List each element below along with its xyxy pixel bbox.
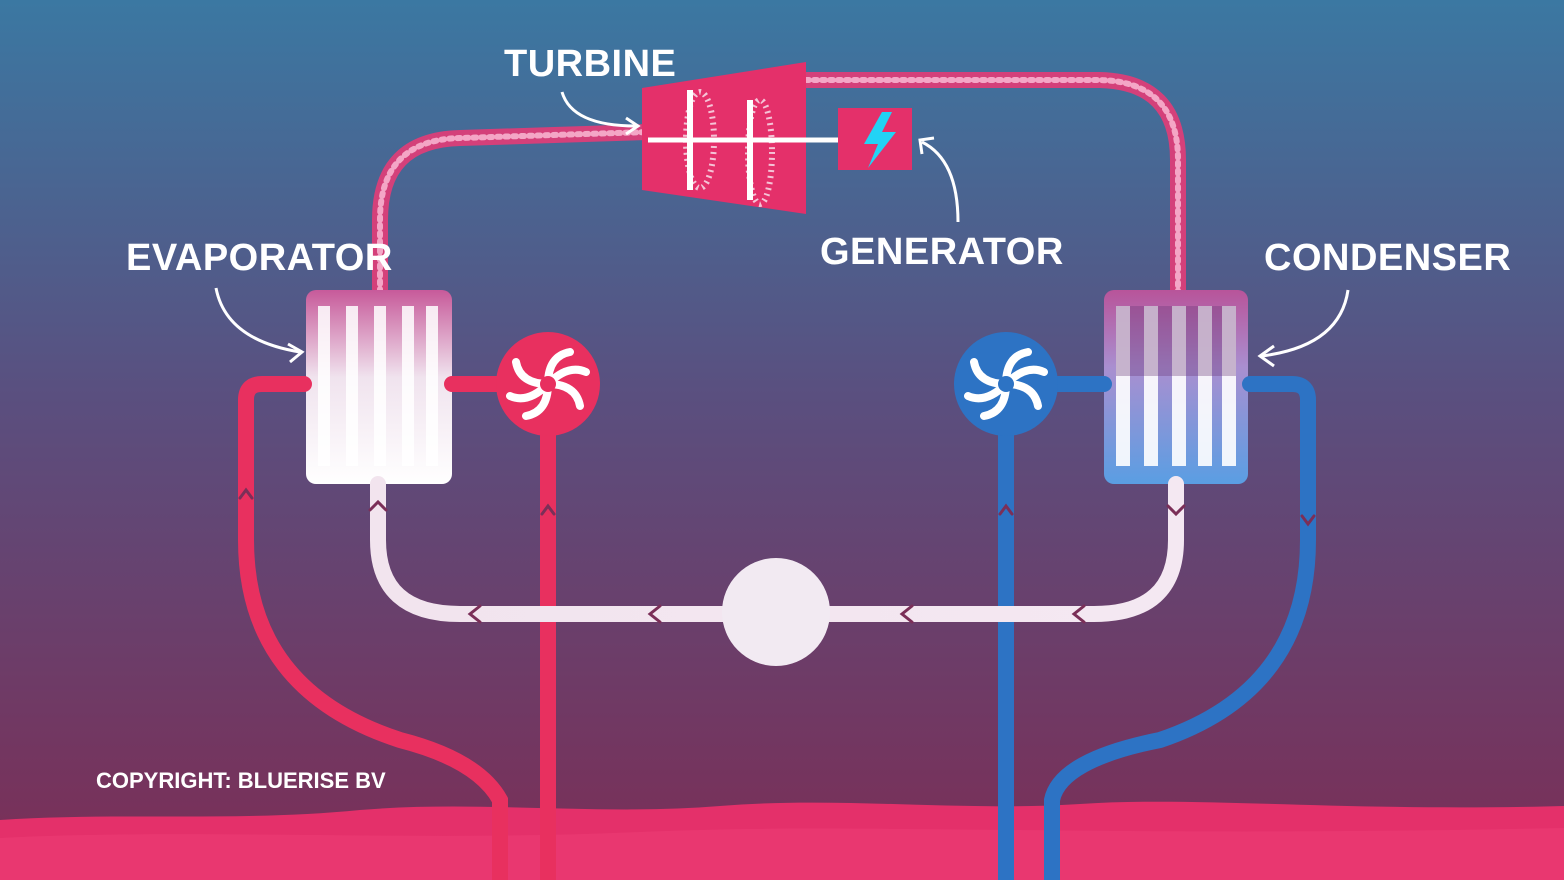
lightning-bolt-icon (864, 112, 896, 168)
copyright-text: COPYRIGHT: BLUERISE BV (96, 768, 386, 793)
generator-pointer-arrowhead (918, 136, 935, 155)
condenser-pointer-arrowhead (1257, 344, 1275, 368)
evaporator-label: EVAPORATOR (126, 237, 393, 279)
condenser-label: CONDENSER (1264, 237, 1511, 279)
turbine-pointer-arrow (560, 91, 637, 128)
generator-label: GENERATOR (820, 231, 1064, 273)
condenser (1104, 290, 1248, 484)
vapor-pipe (372, 72, 1186, 308)
flow-arrows (238, 487, 1316, 624)
turbine (642, 62, 840, 214)
evaporator-pointer-arrow (214, 287, 301, 354)
turbine-label: TURBINE (504, 43, 676, 85)
condenser-pointer-arrow (1261, 289, 1350, 358)
cold-water-pump (954, 332, 1058, 436)
warm-water-pump (496, 332, 600, 436)
turbine-pointer-arrowhead (625, 116, 641, 136)
generator (838, 108, 912, 170)
generator-pointer-arrow (921, 140, 960, 223)
evaporator (306, 290, 452, 484)
ocean-wave (0, 828, 1564, 880)
evaporator-pointer-arrowhead (287, 342, 305, 364)
working-fluid-pump (722, 558, 830, 666)
